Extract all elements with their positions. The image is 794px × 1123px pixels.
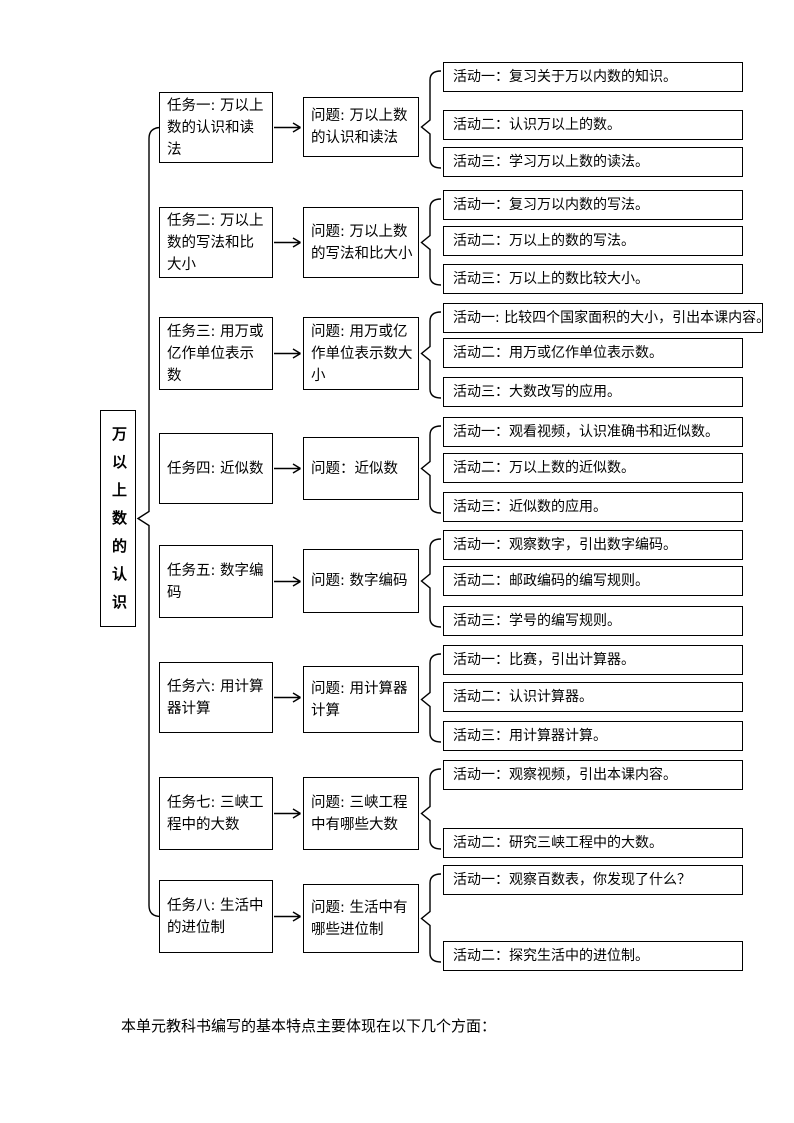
- activity-box: 活动一：复习万以内数的写法。: [443, 190, 743, 220]
- footer-text: 本单元教科书编写的基本特点主要体现在以下几个方面：: [121, 1017, 497, 1035]
- question-box: 问题: 数字编码: [303, 549, 419, 613]
- arrow-connector: [274, 911, 301, 922]
- question-box: 问题：近似数: [303, 437, 419, 500]
- activity-box: 活动二：认识计算器。: [443, 682, 743, 712]
- activity-box: 活动三：大数改写的应用。: [443, 377, 743, 407]
- question-box: 问题: 用万或亿作单位表示数大小: [303, 317, 419, 390]
- activity-box: 活动一：观看视频，认识准确书和近似数。: [443, 417, 743, 447]
- activity-box: 活动一：观察数字，引出数字编码。: [443, 530, 743, 560]
- brace-connector: [420, 198, 442, 286]
- activity-box: 活动一：复习关于万以内数的知识。: [443, 62, 743, 92]
- task-box: 任务七: 三峡工程中的大数: [159, 777, 273, 850]
- task-box: 任务六: 用计算器计算: [159, 662, 273, 733]
- question-box: 问题: 用计算器计算: [303, 666, 419, 733]
- brace-connector: [420, 538, 442, 628]
- unit-title-box: 万以上数的认识: [100, 410, 136, 627]
- task-box: 任务三: 用万或亿作单位表示数: [159, 317, 273, 390]
- arrow-connector: [274, 692, 301, 703]
- arrow-connector: [274, 237, 301, 248]
- activity-box: 活动二：万以上数的近似数。: [443, 453, 743, 483]
- activity-box: 活动二：探究生活中的进位制。: [443, 941, 743, 971]
- task-box: 任务四: 近似数: [159, 433, 273, 504]
- activity-box: 活动一：比赛，引出计算器。: [443, 645, 743, 675]
- question-box: 问题: 万以上数的写法和比大小: [303, 207, 419, 278]
- activity-box: 活动二：邮政编码的编写规则。: [443, 566, 743, 596]
- activity-box: 活动一：观察百数表，你发现了什么？: [443, 865, 743, 895]
- brace-connector: [420, 70, 442, 169]
- brace-connector: [420, 425, 442, 514]
- question-box: 问题: 三峡工程中有哪些大数: [303, 777, 419, 850]
- task-box: 任务五: 数字编码: [159, 545, 273, 618]
- task-box: 任务八: 生活中的进位制: [159, 880, 273, 953]
- question-box: 问题: 万以上数的认识和读法: [303, 97, 419, 157]
- brace-connector: [420, 311, 442, 399]
- activity-box: 活动三：学号的编写规则。: [443, 606, 743, 636]
- arrow-connector: [274, 463, 301, 474]
- activity-box: 活动三：学习万以上数的读法。: [443, 147, 743, 177]
- activity-box: 活动一: 比较四个国家面积的大小，引出本课内容。: [443, 303, 763, 333]
- question-box: 问题: 生活中有哪些进位制: [303, 884, 419, 953]
- activity-box: 活动二：用万或亿作单位表示数。: [443, 338, 743, 368]
- arrow-connector: [274, 122, 301, 133]
- trunk-brace-connector: [136, 126, 162, 918]
- activity-box: 活动二：万以上的数的写法。: [443, 226, 743, 256]
- brace-connector: [420, 873, 442, 963]
- arrow-connector: [274, 808, 301, 819]
- activity-box: 活动一：观察视频，引出本课内容。: [443, 760, 743, 790]
- activity-box: 活动三：用计算器计算。: [443, 721, 743, 751]
- activity-box: 活动二：研究三峡工程中的大数。: [443, 828, 743, 858]
- arrow-connector: [274, 576, 301, 587]
- arrow-connector: [274, 348, 301, 359]
- activity-box: 活动三：万以上的数比较大小。: [443, 264, 743, 294]
- brace-connector: [420, 653, 442, 743]
- activity-box: 活动三：近似数的应用。: [443, 492, 743, 522]
- activity-box: 活动二：认识万以上的数。: [443, 110, 743, 140]
- task-box: 任务一: 万以上数的认识和读法: [159, 92, 273, 163]
- task-box: 任务二: 万以上数的写法和比大小: [159, 207, 273, 278]
- brace-connector: [420, 768, 442, 850]
